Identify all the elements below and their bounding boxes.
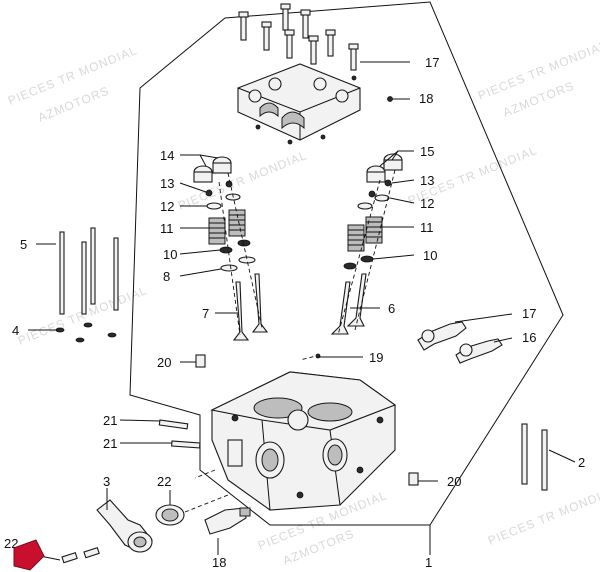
dowel-pin	[387, 96, 393, 102]
callout-14: 16	[522, 330, 536, 345]
callout-4: 4	[12, 323, 19, 338]
callout-labels: 17 18 14 15 13 13 12 12 11 11 10 10 8 7 …	[4, 55, 585, 570]
callout-19: 19	[369, 350, 383, 365]
callout-17: 17	[425, 55, 439, 70]
callout-6: 6	[388, 301, 395, 316]
callout-9-right: 10	[423, 248, 437, 263]
callout-2: 2	[578, 455, 585, 470]
camshaft-holder	[237, 63, 361, 145]
callout-7: 7	[202, 306, 209, 321]
camshaft-cap-bolts	[238, 3, 359, 71]
spark-plugs	[417, 321, 503, 364]
guide-pin-bottom	[171, 440, 201, 449]
callout-1: 1	[425, 555, 432, 570]
callout-11-left: 12	[160, 199, 174, 214]
water-outlet-elbow	[96, 499, 153, 553]
callout-10-right: 11	[420, 220, 434, 235]
assembly-outline	[129, 1, 564, 526]
temperature-sensor	[204, 507, 251, 535]
cylinder-head-bolts	[521, 423, 548, 491]
callout-11-right: 12	[420, 196, 434, 211]
callout-20-left: 20	[157, 355, 171, 370]
callout-5: 5	[20, 237, 27, 252]
elbow-bolts	[61, 546, 100, 564]
cylinder-studs	[55, 227, 119, 343]
brand-logo	[13, 539, 45, 571]
left-valve-train	[193, 156, 269, 341]
right-valve-train	[299, 153, 403, 361]
dowel-left	[195, 354, 206, 368]
callout-21-bottom: 21	[103, 436, 117, 451]
callout-9-left: 10	[163, 247, 177, 262]
cylinder-head	[194, 371, 397, 511]
callout-13-left: 14	[160, 148, 174, 163]
callout-22-right: 22	[157, 474, 171, 489]
callout-20-right: 20	[447, 474, 461, 489]
callout-16: 18	[419, 91, 433, 106]
guide-pin-top	[158, 419, 189, 430]
callout-3: 3	[103, 474, 110, 489]
callout-12-right: 13	[420, 173, 434, 188]
watermark-text: PIECES TR MONDIAL	[486, 483, 600, 548]
callout-12-left: 13	[160, 176, 174, 191]
callout-18: 18	[212, 555, 226, 570]
callout-8: 8	[163, 269, 170, 284]
leader-lines	[19, 61, 576, 561]
callout-21-top: 21	[103, 413, 117, 428]
callout-15: 17	[522, 306, 536, 321]
callout-13-right: 15	[420, 144, 434, 159]
callout-10-left: 11	[160, 221, 174, 236]
dowel-right	[408, 472, 419, 486]
